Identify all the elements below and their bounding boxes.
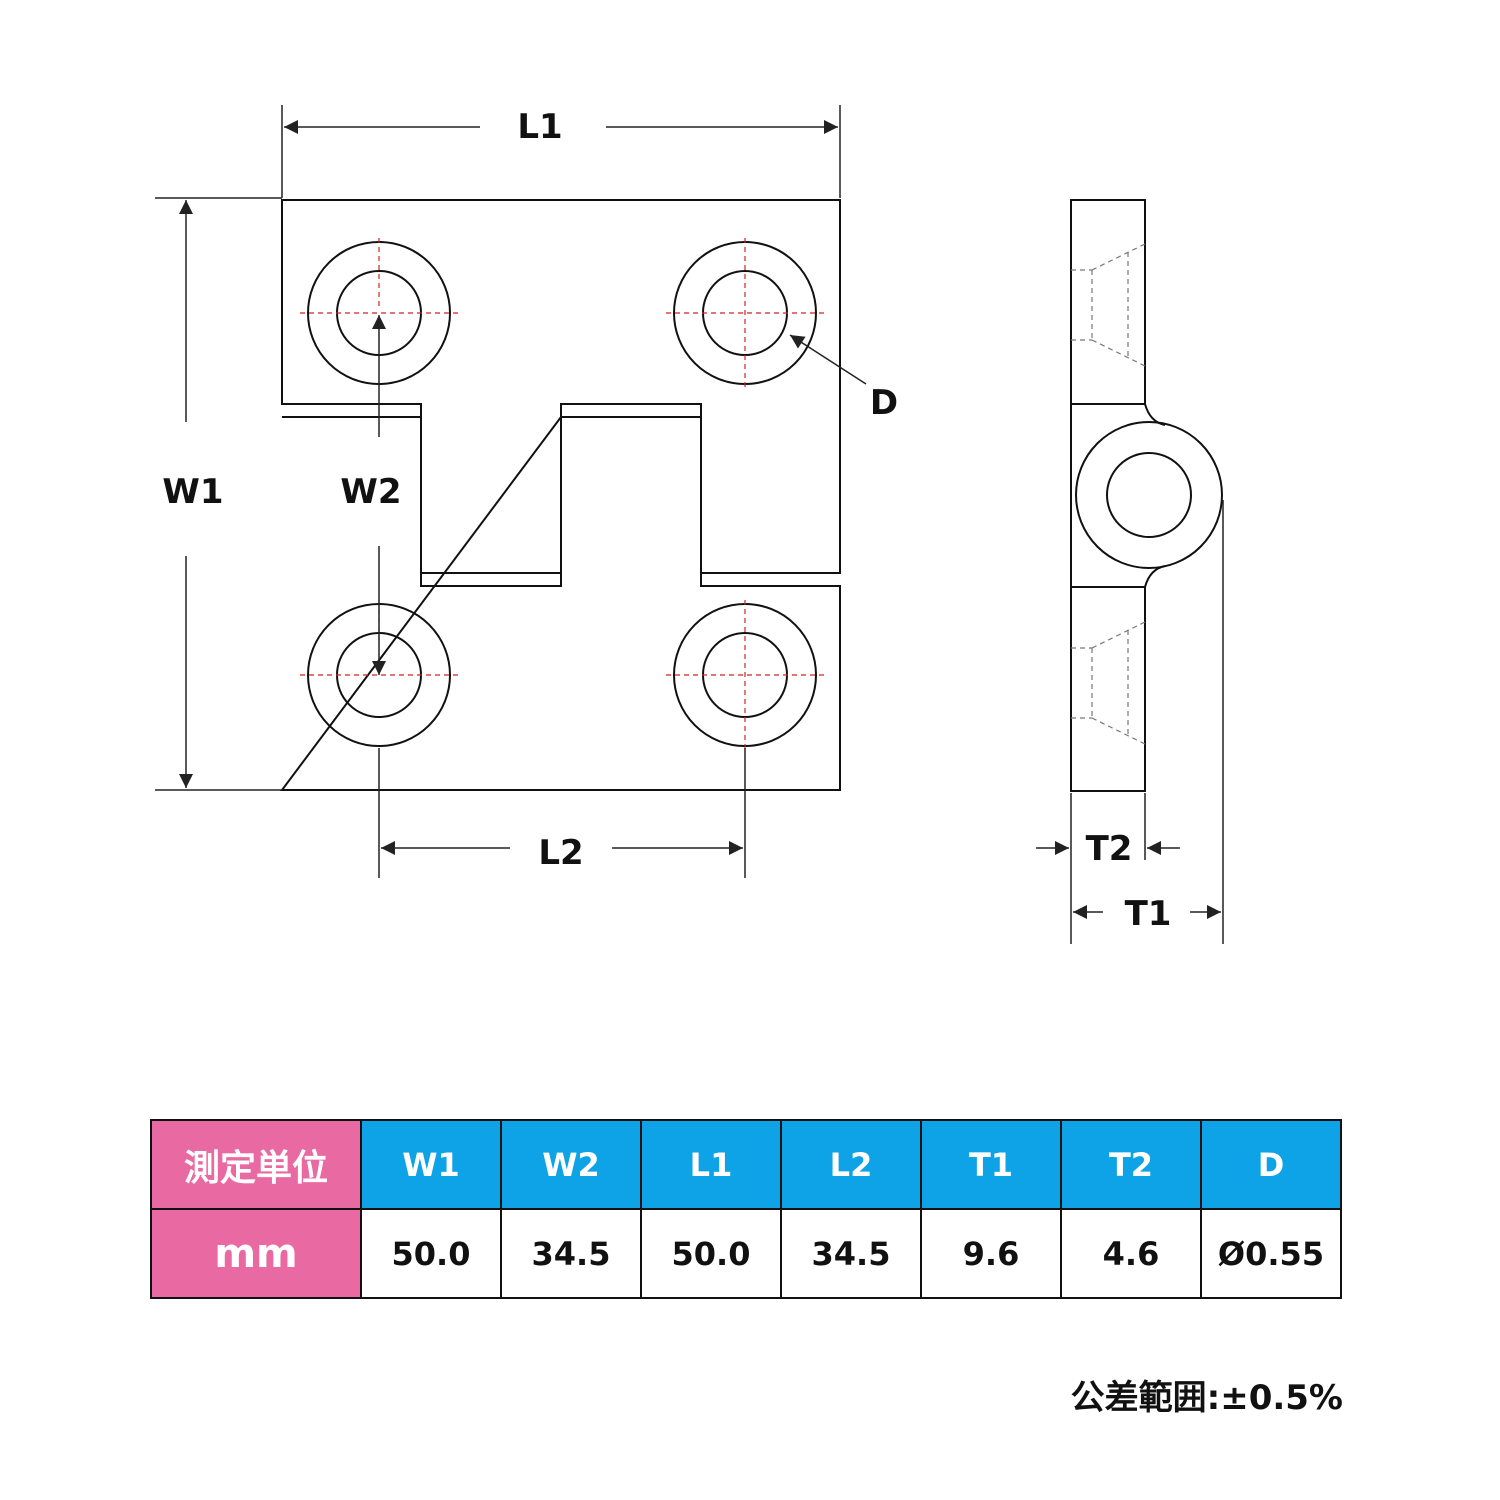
header-t2: T2 bbox=[1060, 1119, 1202, 1210]
value-t1: 9.6 bbox=[920, 1208, 1062, 1299]
value-w2: 34.5 bbox=[500, 1208, 642, 1299]
countersink-hidden-lines bbox=[1071, 243, 1146, 745]
knuckle-pin bbox=[1106, 452, 1192, 538]
value-d: Ø0.55 bbox=[1200, 1208, 1342, 1299]
value-t2: 4.6 bbox=[1060, 1208, 1202, 1299]
upper-leaf-outline bbox=[281, 199, 841, 574]
value-l1: 50.0 bbox=[640, 1208, 782, 1299]
unit-header-cell: 測定単位 bbox=[150, 1119, 362, 1210]
unit-value-cell: mm bbox=[150, 1208, 362, 1299]
knuckle-outer bbox=[1075, 421, 1223, 569]
header-d: D bbox=[1200, 1119, 1342, 1210]
side-dimension-lines bbox=[1036, 500, 1224, 944]
header-l2: L2 bbox=[780, 1119, 922, 1210]
value-w1: 50.0 bbox=[360, 1208, 502, 1299]
value-l2: 34.5 bbox=[780, 1208, 922, 1299]
header-l1: L1 bbox=[640, 1119, 782, 1210]
label-w2: W2 bbox=[340, 472, 401, 512]
header-w1: W1 bbox=[360, 1119, 502, 1210]
label-w1: W1 bbox=[162, 472, 223, 512]
tolerance-note: 公差範囲:±0.5% bbox=[1070, 1378, 1343, 1418]
table-header-row: 測定単位 W1 W2 L1 L2 T1 T2 D bbox=[150, 1119, 1342, 1210]
dimension-lines bbox=[155, 105, 867, 878]
label-l2: L2 bbox=[538, 833, 583, 873]
dimension-table: 測定単位 W1 W2 L1 L2 T1 T2 D mm 50.0 34.5 50… bbox=[150, 1119, 1342, 1299]
side-view bbox=[1070, 199, 1223, 792]
header-t1: T1 bbox=[920, 1119, 1062, 1210]
label-t2: T2 bbox=[1086, 829, 1133, 869]
label-l1: L1 bbox=[517, 107, 562, 147]
label-d: D bbox=[870, 383, 898, 423]
table-value-row: mm 50.0 34.5 50.0 34.5 9.6 4.6 Ø0.55 bbox=[150, 1208, 1342, 1299]
technical-drawing: L1 W1 W2 L2 D T2 T1 bbox=[155, 105, 1224, 944]
header-w2: W2 bbox=[500, 1119, 642, 1210]
label-t1: T1 bbox=[1125, 894, 1172, 934]
